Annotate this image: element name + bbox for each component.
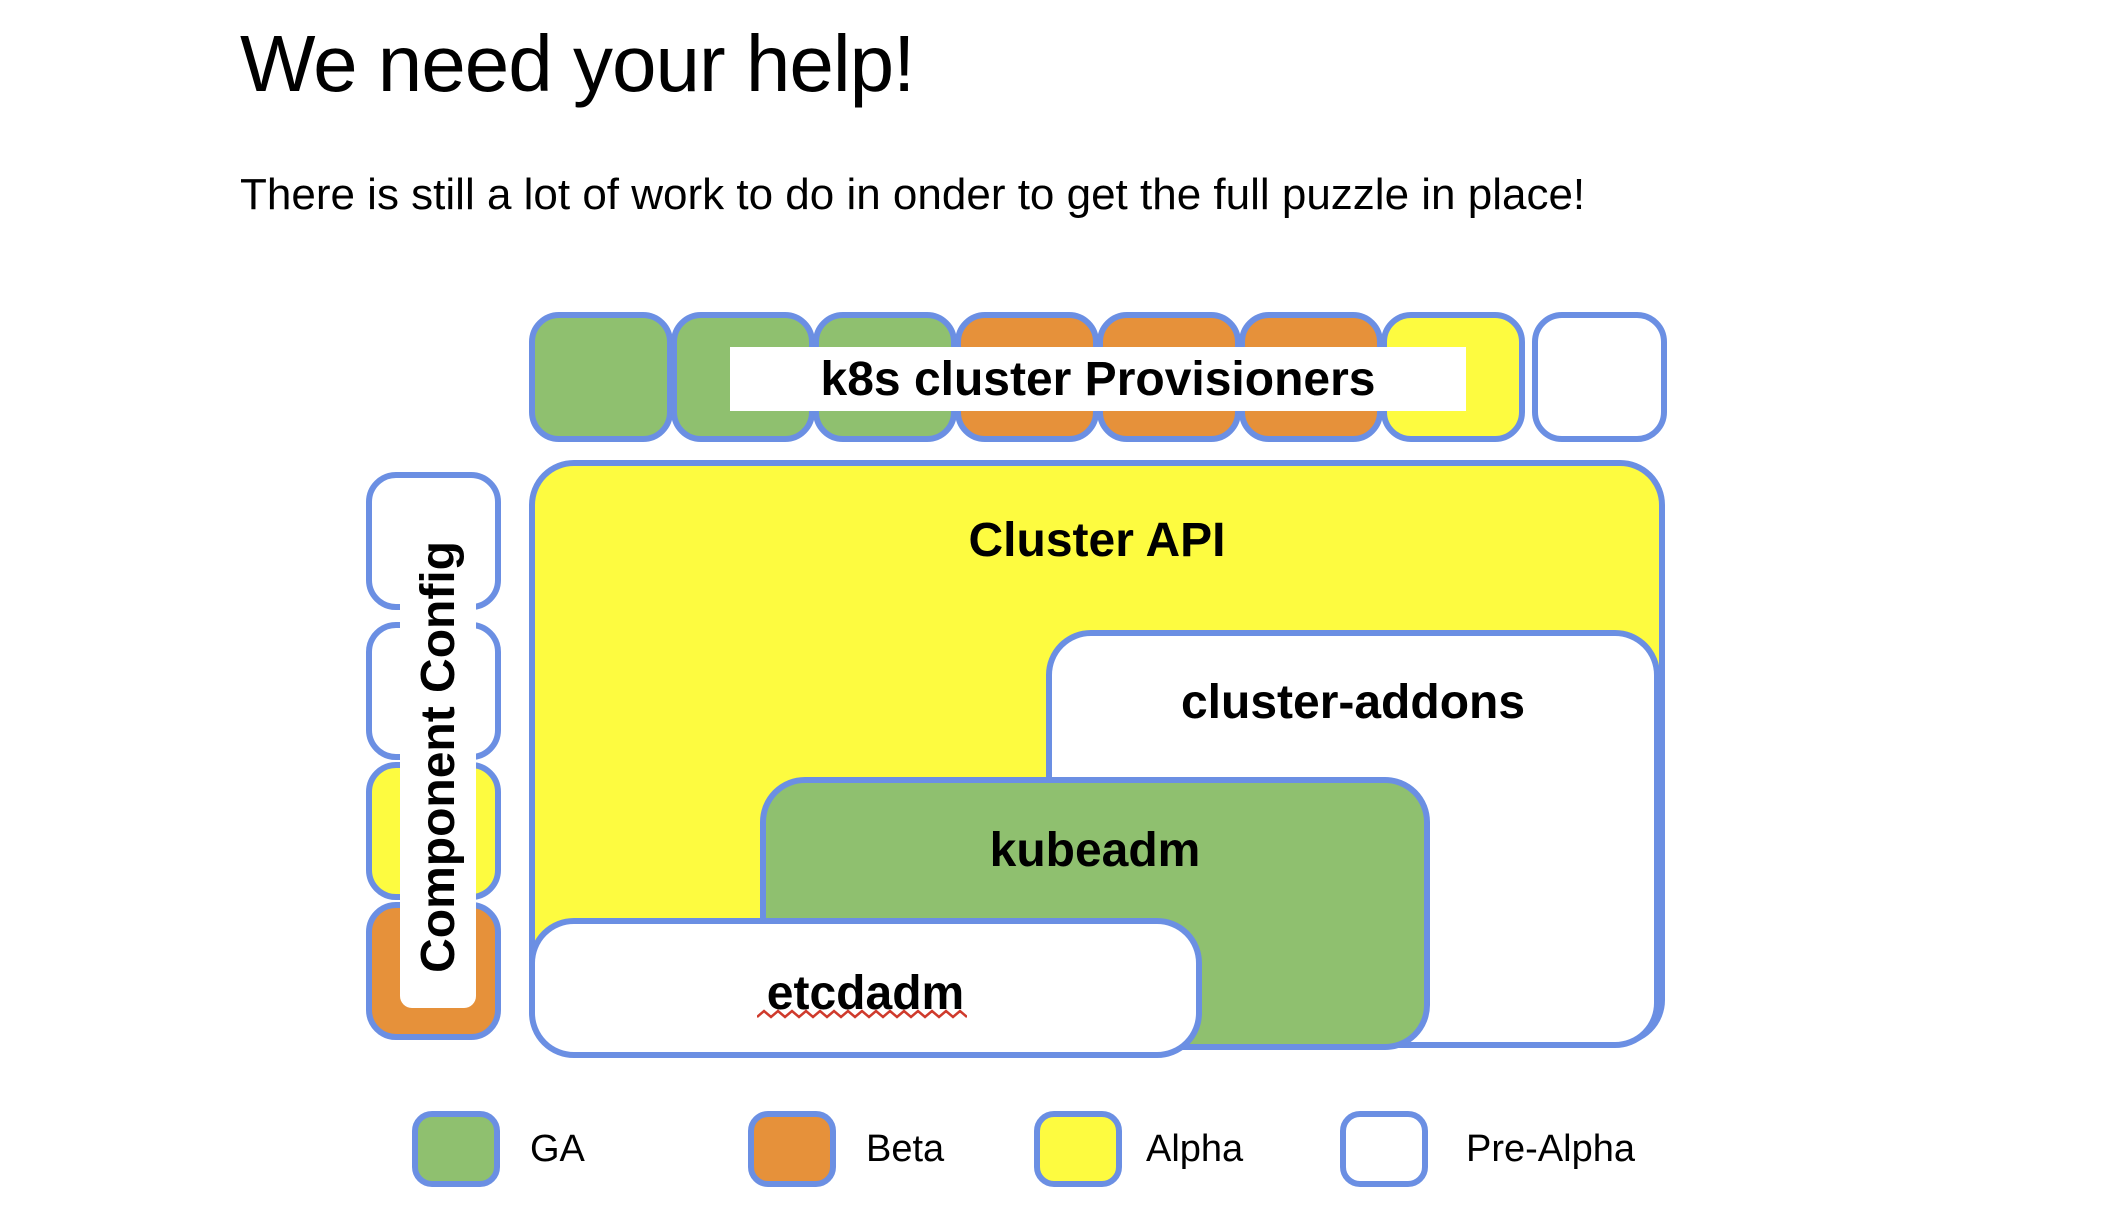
box-kubeadm-label: kubeadm: [989, 824, 1201, 877]
component-config-label-strip: Component Config: [400, 505, 476, 1008]
page-title: We need your help!: [240, 19, 915, 108]
box-etcdadm: etcdadm: [529, 918, 1202, 1058]
page-subtitle: There is still a lot of work to do in on…: [240, 170, 1586, 219]
legend-swatch-ga: [412, 1111, 500, 1187]
provisioners-label: k8s cluster Provisioners: [730, 347, 1466, 411]
legend-label-ga: GA: [530, 1128, 585, 1170]
provisioner-tile-8-prealpha: [1532, 312, 1667, 442]
legend-swatch-alpha: [1034, 1111, 1122, 1187]
legend-swatch-beta: [748, 1111, 836, 1187]
legend-label-alpha: Alpha: [1146, 1128, 1244, 1170]
legend-swatch-prealpha: [1340, 1111, 1428, 1187]
box-cluster-addons-label: cluster-addons: [1180, 676, 1526, 729]
spellcheck-squiggle: [757, 1009, 967, 1019]
box-etcdadm-label: etcdadm: [766, 967, 965, 1020]
box-cluster-api-label: Cluster API: [968, 514, 1226, 567]
legend-label-prealpha: Pre-Alpha: [1466, 1128, 1635, 1170]
provisioners-label-text: k8s cluster Provisioners: [820, 352, 1376, 406]
legend-label-beta: Beta: [866, 1128, 945, 1170]
provisioner-tile-1-ga: [529, 312, 673, 442]
component-config-label: Component Config: [411, 540, 465, 973]
